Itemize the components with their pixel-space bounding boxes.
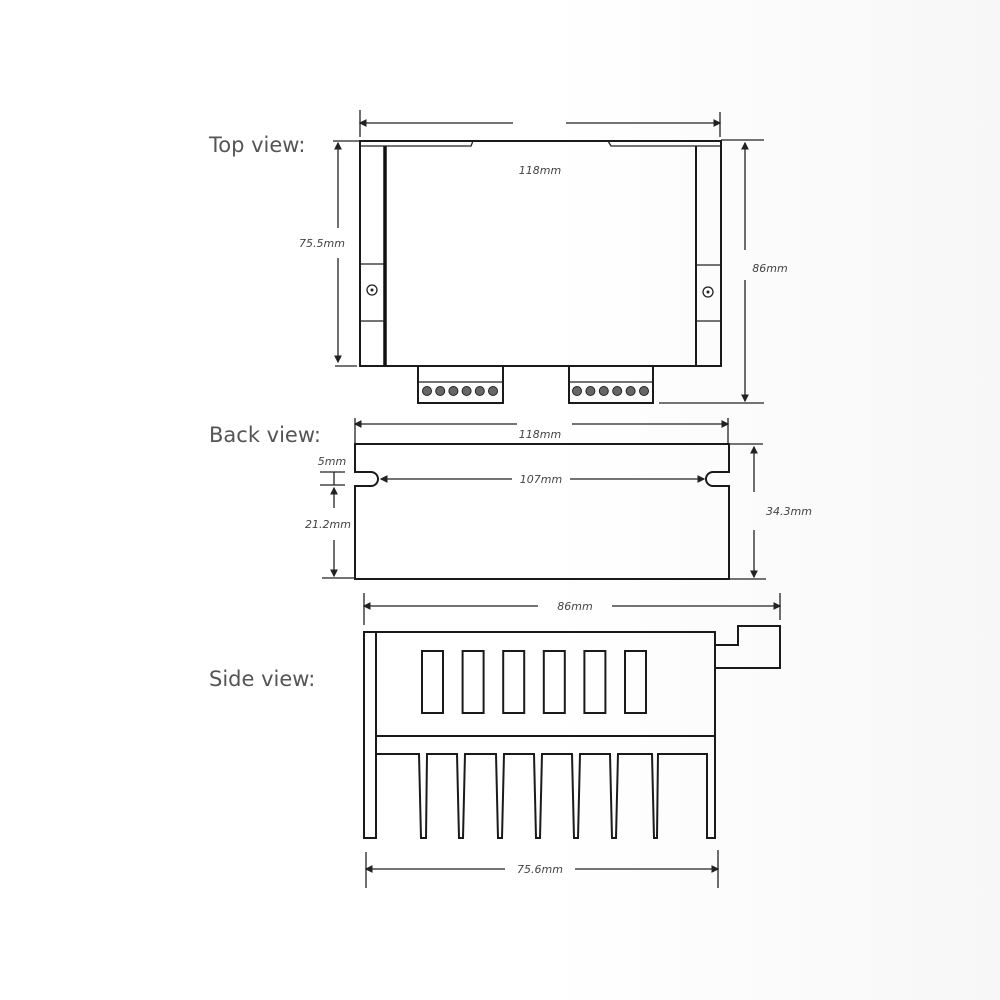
terminal-screw-icon <box>625 386 636 396</box>
back-view: 118mm 107mm 5mm 21.2mm 34.3mm <box>305 418 812 580</box>
terminal-screw-icon <box>639 386 649 396</box>
vent-slot <box>461 650 485 714</box>
back-height-label: 34.3mm <box>766 505 812 518</box>
heatsink-fins <box>376 736 716 839</box>
terminal-screw-icon <box>474 386 485 396</box>
back-view-label: Back view: <box>209 423 321 447</box>
side-base-label: 75.6mm <box>517 863 563 876</box>
terminal-screw-icon <box>585 386 596 396</box>
back-width-label: 118mm <box>519 428 561 441</box>
terminal-screw-icon <box>598 386 609 396</box>
terminal-screw-icon <box>612 386 623 396</box>
terminal-screw-icon <box>422 386 432 396</box>
top-inner-height-label: 75.5mm <box>299 237 345 250</box>
terminal-screw-icon <box>461 386 472 396</box>
connector-tab <box>715 625 781 669</box>
side-overall-label: 86mm <box>557 600 592 613</box>
top-view: 118mm 75.5mm 86mm <box>299 110 788 404</box>
terminal-screw-icon <box>488 386 498 396</box>
mount-screw-icon <box>702 286 714 298</box>
side-view: 86mm 75.6mm <box>362 593 782 888</box>
terminal-block-left <box>417 365 504 404</box>
terminal-screw-icon <box>435 386 446 396</box>
end-plate <box>363 631 377 839</box>
vent-slot <box>502 650 526 714</box>
side-view-label: Side view: <box>209 667 315 691</box>
terminal-block-right <box>568 365 654 404</box>
mount-screw-icon <box>366 284 378 296</box>
vent-slot <box>421 650 444 714</box>
slot-width-label: 5mm <box>318 455 346 468</box>
top-width-label: 118mm <box>519 164 561 177</box>
top-height-label: 86mm <box>752 262 787 275</box>
top-view-label: Top view: <box>208 133 305 157</box>
vent-slot <box>583 650 607 714</box>
terminal-screw-icon <box>448 386 459 396</box>
vent-slot <box>624 650 647 714</box>
terminal-screw-icon <box>572 386 582 396</box>
vent-slot <box>542 650 566 714</box>
slot-spacing-label: 107mm <box>520 473 562 486</box>
slot-height-label: 21.2mm <box>305 518 351 531</box>
